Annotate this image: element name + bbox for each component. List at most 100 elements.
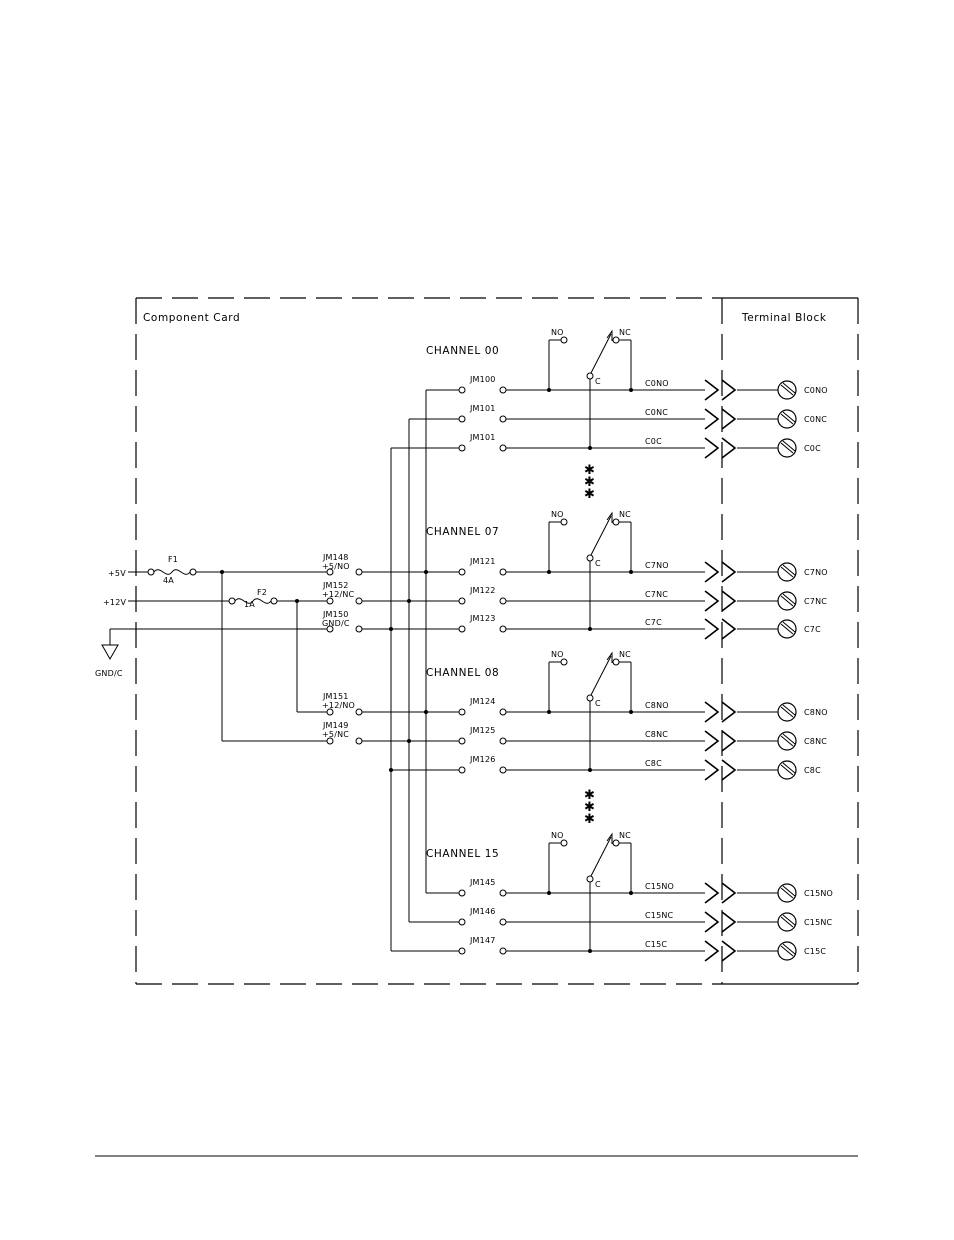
relay-nc-label: NC: [619, 650, 631, 659]
connector-chevron-icon: [704, 561, 737, 583]
channel-title: CHANNEL 15: [426, 848, 499, 860]
channel-15: CHANNEL 15 NO NC C JM145 C15NO JM146: [426, 831, 705, 955]
connector-chevron-icon: [704, 379, 737, 401]
svg-text:C15C: C15C: [804, 947, 826, 956]
connector-chevron-icon: [704, 590, 737, 612]
row-jumper-id: JM126: [469, 755, 496, 764]
jumper-jm152[interactable]: JM152 +12/NC: [320, 581, 363, 605]
terminal-block-label: Terminal Block: [741, 312, 827, 324]
jumper-jm148[interactable]: JM148 +5/NO: [320, 553, 363, 576]
svg-text:✱: ✱: [584, 463, 595, 478]
connector-chevron-icon: [704, 730, 737, 752]
relay-nc-label: NC: [619, 831, 631, 840]
row-signal: C0C: [645, 437, 662, 446]
jumper-jm151[interactable]: JM151 +12/NO: [320, 692, 363, 716]
svg-text:✱: ✱: [584, 812, 595, 827]
row-signal: C8NC: [645, 730, 668, 739]
ground-symbol-icon: [101, 644, 119, 661]
row-signal: C15NC: [645, 911, 674, 920]
terminal-c7no[interactable]: C7NO: [777, 562, 828, 582]
continuation-dots-icon: ✱ ✱ ✱: [584, 463, 595, 502]
row-signal: C0NO: [645, 379, 669, 388]
channel-row: JM101 C0C: [458, 433, 705, 452]
component-card-border: [135, 297, 723, 985]
channel-title: CHANNEL 00: [426, 345, 499, 357]
terminal-c0nc[interactable]: C0NC: [777, 409, 827, 429]
row-jumper-id: JM146: [469, 907, 496, 916]
terminal-c15nc[interactable]: C15NC: [777, 912, 833, 932]
channel-08: CHANNEL 08 NO NC C JM124 C8NO JM125: [426, 650, 705, 774]
connector-chevron-icon: [704, 882, 737, 904]
connector-chevron-icon: [704, 911, 737, 933]
terminal-c8no[interactable]: C8NO: [777, 702, 828, 722]
row-signal: C7NC: [645, 590, 668, 599]
distribution-bus: [362, 389, 459, 952]
channel-row: JM125 C8NC: [458, 726, 705, 745]
row-jumper-id: JM100: [469, 375, 496, 384]
relay-no-label: NO: [551, 510, 564, 519]
channel-title: CHANNEL 07: [426, 526, 499, 538]
svg-text:C7NO: C7NO: [804, 568, 828, 577]
row-signal: C8C: [645, 759, 662, 768]
terminal-c15no[interactable]: C15NO: [777, 883, 833, 903]
channel-row: JM146 C15NC: [458, 907, 705, 926]
jumper-jm150[interactable]: JM150 GND/C: [320, 610, 363, 633]
relay-c-label: C: [595, 377, 601, 386]
row-jumper-id: JM122: [469, 586, 496, 595]
svg-text:✱: ✱: [584, 788, 595, 803]
svg-text:C8C: C8C: [804, 766, 821, 775]
common-jumper-block: JM148 +5/NO JM152 +12/NC JM150 GND/C JM1…: [320, 553, 363, 745]
row-signal: C7C: [645, 618, 662, 627]
row-jumper-id: JM147: [469, 936, 496, 945]
channel-title: CHANNEL 08: [426, 667, 499, 679]
channel-row: JM147 C15C: [458, 936, 705, 955]
connector-chevron-icon: [704, 618, 737, 640]
fuse-f2-rating: 1A: [244, 600, 255, 609]
power-label-5v: +5V: [108, 569, 126, 578]
channel-row: JM123 C7C: [458, 614, 705, 633]
terminal-c7nc[interactable]: C7NC: [777, 591, 827, 611]
relay-c-label: C: [595, 699, 601, 708]
row-jumper-id: JM125: [469, 726, 496, 735]
row-signal: C15NO: [645, 882, 674, 891]
row-signal: C15C: [645, 940, 667, 949]
relay-no-label: NO: [551, 831, 564, 840]
row-jumper-id: JM145: [469, 878, 496, 887]
svg-text:C0NO: C0NO: [804, 386, 828, 395]
svg-text:✱: ✱: [584, 800, 595, 815]
jumper-jm149[interactable]: JM149 +5/NC: [320, 721, 363, 745]
row-signal: C7NO: [645, 561, 669, 570]
connector-chevron-icon: [704, 701, 737, 723]
power-label-12v: +12V: [103, 598, 126, 607]
jumper-func: +5/NO: [322, 562, 350, 571]
svg-text:C8NC: C8NC: [804, 737, 827, 746]
terminal-c8nc[interactable]: C8NC: [777, 731, 827, 751]
connector-chevron-icon: [704, 759, 737, 781]
connectors: [704, 379, 778, 962]
terminal-c0c[interactable]: C0C: [777, 438, 821, 458]
terminal-c8c[interactable]: C8C: [777, 760, 821, 780]
power-input-section: +5V +12V GND/C F1 4A F2 1A: [95, 555, 320, 742]
channel-00: CHANNEL 00 NO NC C JM100 C0NO JM101: [426, 328, 705, 452]
terminal-c15c[interactable]: C15C: [777, 941, 826, 961]
channel-row: JM100 C0NO: [458, 375, 705, 394]
component-card-label: Component Card: [143, 312, 240, 324]
svg-text:C7C: C7C: [804, 625, 821, 634]
connector-chevron-icon: [704, 437, 737, 459]
jumper-id: JM151: [322, 692, 349, 701]
terminal-c7c[interactable]: C7C: [777, 619, 821, 639]
channel-row: JM122 C7NC: [458, 586, 705, 605]
jumper-id: JM150: [322, 610, 349, 619]
channel-row: JM101 C0NC: [458, 404, 705, 423]
terminal-c0no[interactable]: C0NO: [777, 380, 828, 400]
row-jumper-id: JM123: [469, 614, 496, 623]
connector-chevron-icon: [704, 408, 737, 430]
jumper-id: JM148: [322, 553, 349, 562]
jumper-func: GND/C: [322, 619, 350, 628]
fuse-f1-name: F1: [168, 555, 178, 564]
svg-text:C15NC: C15NC: [804, 918, 833, 927]
channel-row: JM124 C8NO: [458, 697, 705, 716]
jumper-id: JM149: [322, 721, 349, 730]
